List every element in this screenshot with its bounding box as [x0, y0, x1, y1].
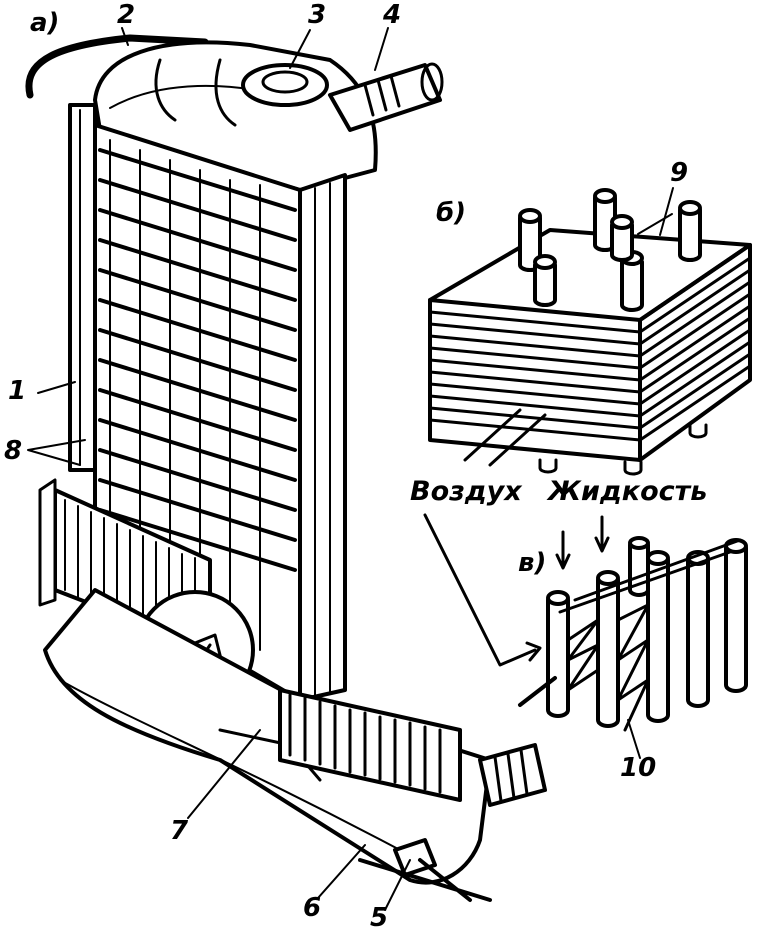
label-6: 6 [303, 893, 322, 923]
radiator-assembly [25, 34, 547, 902]
inlet-pipe [328, 62, 444, 132]
label-5: 5 [370, 903, 389, 933]
plate-tube-core [428, 188, 752, 476]
label-part-a: а) [30, 8, 60, 38]
core-side-pipe [298, 173, 347, 702]
lower-fins [278, 688, 462, 802]
label-9: 9 [670, 158, 689, 188]
zigzag-ribbon [566, 603, 650, 732]
mounting-bracket [358, 858, 492, 902]
core-tubes [518, 188, 702, 312]
label-2: 2 [117, 0, 136, 30]
core-fins [98, 148, 297, 572]
label-part-v: в) [518, 548, 547, 578]
left-frame [68, 103, 97, 472]
label-7: 7 [170, 816, 189, 846]
label-4: 4 [383, 0, 402, 30]
outlet-pipe [478, 743, 547, 807]
label-3: 3 [308, 0, 327, 30]
tube-ribbon-core [423, 513, 748, 732]
filler-cap [241, 63, 329, 107]
label-air: Воздух [410, 476, 522, 507]
label-liquid: Жидкость [548, 476, 708, 507]
label-1: 1 [8, 376, 27, 406]
label-10: 10 [620, 753, 657, 783]
label-part-b: б) [436, 198, 467, 228]
label-8: 8 [4, 436, 23, 466]
leader-lines [27, 27, 674, 911]
overflow-tube [25, 34, 209, 99]
